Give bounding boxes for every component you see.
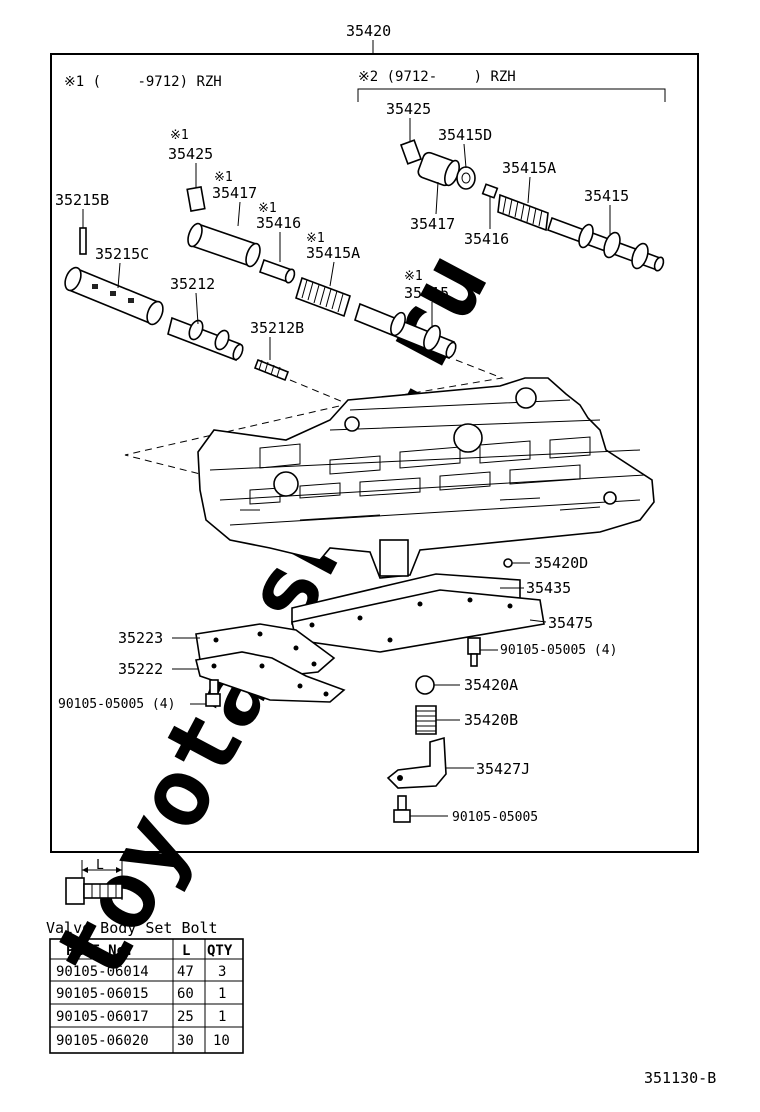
part-35416-1-shape bbox=[258, 258, 296, 284]
bolt-right-shape bbox=[467, 637, 481, 667]
bolt-left-shape bbox=[205, 679, 221, 707]
mark-35417-1: ※1 bbox=[214, 170, 233, 185]
mark-35415A-1: ※1 bbox=[306, 231, 325, 246]
label-bolt-bottom: 90105-05005 bbox=[452, 810, 538, 825]
table-cell: 90105-06017 bbox=[56, 1009, 149, 1025]
part-35222-shape bbox=[195, 651, 346, 703]
table-cell: 3 bbox=[218, 964, 226, 980]
bolt-table: PART No. L QTY 90105-06014 47 3 90105-06… bbox=[49, 938, 244, 1054]
table-cell: 90105-06015 bbox=[56, 986, 149, 1002]
label-35416-2: 35416 bbox=[464, 230, 509, 248]
group-number: 35420 bbox=[346, 22, 391, 40]
mark-35415-1: ※1 bbox=[404, 269, 423, 284]
table-cell: 1 bbox=[218, 1009, 226, 1025]
label-bolt-left: 90105-05005 (4) bbox=[58, 697, 175, 712]
label-35222: 35222 bbox=[118, 660, 163, 678]
label-35415-1: 35415 bbox=[404, 284, 449, 302]
label-35415A-1: 35415A bbox=[306, 244, 360, 262]
part-35215C-shape bbox=[64, 266, 164, 326]
valve-set-2 bbox=[399, 139, 665, 272]
label-35425-2: 35425 bbox=[386, 100, 431, 118]
table-cell: 90105-06014 bbox=[56, 964, 149, 980]
label-35212: 35212 bbox=[170, 275, 215, 293]
label-35416-1: 35416 bbox=[256, 214, 301, 232]
part-35417-2-shape bbox=[417, 151, 460, 187]
table-cell: 90105-06020 bbox=[56, 1033, 149, 1049]
valve-body-shape bbox=[197, 377, 655, 579]
valve-set-1 bbox=[64, 186, 457, 382]
part-35415A-2-shape bbox=[497, 193, 549, 232]
bolt-dimension-label: L bbox=[96, 858, 104, 873]
label-35475: 35475 bbox=[548, 614, 593, 632]
part-35420A-shape bbox=[415, 675, 435, 695]
part-35415-2-shape bbox=[546, 216, 665, 272]
label-35415A-2: 35415A bbox=[502, 159, 556, 177]
part-35427J-shape bbox=[386, 736, 447, 789]
table-cell: 10 bbox=[213, 1033, 230, 1049]
label-35417-2: 35417 bbox=[410, 215, 455, 233]
label-35420D: 35420D bbox=[534, 554, 588, 572]
part-35415-1-shape bbox=[354, 302, 457, 360]
label-35427J: 35427J bbox=[476, 760, 530, 778]
label-35435: 35435 bbox=[526, 579, 571, 597]
valve-body-boss bbox=[379, 539, 409, 577]
part-35425-2-shape bbox=[399, 139, 423, 165]
label-bolt-right: 90105-05005 (4) bbox=[500, 643, 617, 658]
note-1: ※1 ( -9712) RZH bbox=[64, 74, 222, 90]
label-35417-1: 35417 bbox=[212, 184, 257, 202]
bolt-dimension-icon bbox=[65, 860, 123, 905]
label-35420B: 35420B bbox=[464, 711, 518, 729]
table-title: Valve Body Set Bolt bbox=[46, 919, 218, 937]
label-35425-1: 35425 bbox=[168, 145, 213, 163]
label-35215C: 35215C bbox=[95, 245, 149, 263]
part-35212B-shape bbox=[253, 358, 290, 382]
table-header-l: L bbox=[182, 943, 190, 959]
diagram-frame bbox=[50, 53, 699, 853]
bolt-bottom-shape bbox=[393, 795, 411, 823]
note-2: ※2 (9712- ) RZH bbox=[358, 69, 516, 85]
figure-code: 351130-B bbox=[644, 1069, 716, 1087]
label-35420A: 35420A bbox=[464, 676, 518, 694]
part-35425-1-shape bbox=[186, 186, 206, 212]
table-cell: 47 bbox=[177, 964, 194, 980]
label-35415D: 35415D bbox=[438, 126, 492, 144]
table-cell: 60 bbox=[177, 986, 194, 1002]
part-35420B-shape bbox=[415, 705, 437, 735]
table-header-part: PART No. bbox=[66, 943, 133, 959]
part-35215B-shape bbox=[79, 227, 87, 255]
note-2-bracket bbox=[357, 88, 666, 102]
label-35212B: 35212B bbox=[250, 319, 304, 337]
label-35415-2: 35415 bbox=[584, 187, 629, 205]
table-cell: 1 bbox=[218, 986, 226, 1002]
table-cell: 25 bbox=[177, 1009, 194, 1025]
part-35417-1-shape bbox=[187, 222, 261, 268]
table-cell: 30 bbox=[177, 1033, 194, 1049]
part-35416-2-shape bbox=[481, 183, 499, 199]
label-35223: 35223 bbox=[118, 629, 163, 647]
mark-35416-1: ※1 bbox=[258, 201, 277, 216]
part-35415A-1-shape bbox=[295, 276, 351, 318]
mark-35425-1: ※1 bbox=[170, 128, 189, 143]
table-header-qty: QTY bbox=[207, 943, 233, 959]
part-35212-shape bbox=[167, 316, 244, 362]
part-35420D-shape bbox=[503, 558, 513, 568]
label-35215B: 35215B bbox=[55, 191, 109, 209]
